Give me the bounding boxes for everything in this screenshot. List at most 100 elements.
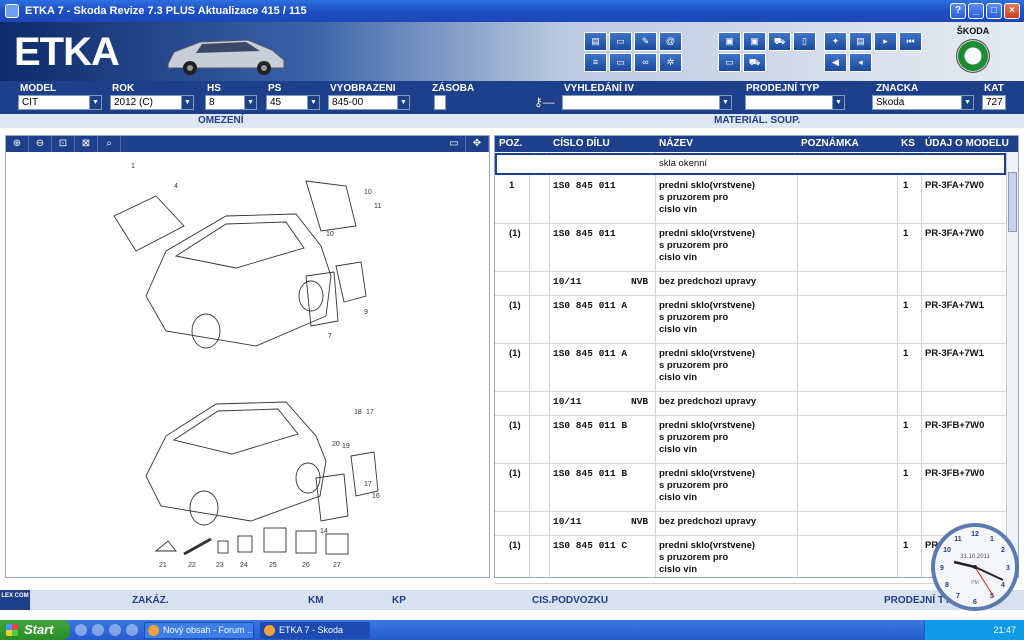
minimize-button[interactable]: _ — [968, 3, 984, 19]
callout-label: 17 — [366, 409, 374, 416]
taskbar-item-etka[interactable]: ETKA 7 - Skoda — [260, 621, 370, 639]
group-row[interactable]: skla okenní — [495, 153, 1006, 175]
elsa-icon[interactable]: ▣ — [718, 32, 741, 51]
col-cislo-dilu[interactable]: CÍSLO DÍLU — [553, 138, 610, 149]
desktop-icon[interactable] — [126, 624, 138, 636]
dispo-icon[interactable]: ▣ — [743, 32, 766, 51]
media-icon[interactable] — [92, 624, 104, 636]
bike-icon[interactable]: ∞ — [634, 53, 657, 72]
rok-select[interactable]: 2012 (C)▼ — [110, 95, 194, 110]
chevron-down-icon[interactable]: ▼ — [961, 96, 973, 109]
svg-text:9: 9 — [940, 565, 944, 572]
key-icon[interactable]: ⚷— — [534, 95, 555, 109]
search-icon[interactable]: ⌕ — [98, 136, 121, 152]
part-24 — [237, 535, 253, 553]
pin-icon[interactable]: ✦ — [824, 32, 847, 51]
col-ks[interactable]: KS — [901, 138, 915, 149]
tray-clock[interactable]: 21:47 — [993, 625, 1016, 635]
close-button[interactable]: × — [1004, 3, 1020, 19]
col-poz[interactable]: POZ. — [499, 138, 523, 149]
ps-select[interactable]: 45▼ — [266, 95, 320, 110]
chevron-down-icon[interactable]: ▼ — [181, 96, 193, 109]
cell-poz: 1 — [509, 180, 515, 191]
cell-poz: (1) — [509, 300, 521, 311]
km-label[interactable]: KM — [308, 595, 324, 606]
svg-text:8: 8 — [945, 582, 949, 589]
chevron-down-icon[interactable]: ▼ — [719, 96, 731, 109]
screen-icon[interactable]: ▭ — [718, 53, 741, 72]
mail-icon[interactable]: @ — [659, 32, 682, 51]
zoom-in-icon[interactable]: ⊕ — [6, 136, 29, 152]
nora-icon[interactable]: ▭ — [609, 53, 632, 72]
zoom-area-icon[interactable]: ⊠ — [75, 136, 98, 152]
cell-name-line: cislo vin — [659, 444, 698, 455]
start-button[interactable]: Start — [0, 620, 70, 640]
chevron-down-icon[interactable]: ▼ — [307, 96, 319, 109]
cis-podvozku-label[interactable]: CIS.PODVOZKU — [532, 595, 609, 606]
rear-window-part — [305, 180, 357, 232]
zasoba-checkbox[interactable] — [434, 95, 446, 110]
chevron-down-icon[interactable]: ▼ — [832, 96, 844, 109]
monitor-icon[interactable]: ▭ — [609, 32, 632, 51]
vertical-scrollbar[interactable] — [1006, 152, 1018, 577]
prev-icon[interactable]: ◀ — [824, 53, 847, 72]
prodejni-typ-select[interactable]: ▼ — [745, 95, 845, 110]
pages-icon[interactable]: ▤ — [849, 32, 872, 51]
basket-icon[interactable]: ⛟ — [743, 53, 766, 72]
kat-field[interactable]: 727 — [982, 95, 1006, 110]
znacka-select[interactable]: Skoda▼ — [872, 95, 974, 110]
chevron-down-icon[interactable]: ▼ — [244, 96, 256, 109]
print-icon[interactable]: ▤ — [584, 32, 607, 51]
zoom-out-icon[interactable]: ⊖ — [29, 136, 52, 152]
ie-icon[interactable] — [109, 624, 121, 636]
cart-icon[interactable]: ⛟ — [768, 32, 791, 51]
etka-logo: ETKA — [14, 30, 120, 74]
maximize-button[interactable]: □ — [986, 3, 1002, 19]
firefox-icon[interactable] — [75, 624, 87, 636]
scrollbar-thumb[interactable] — [1008, 172, 1017, 232]
zoom-fit-icon[interactable]: ⊡ — [52, 136, 75, 152]
omezeni-link[interactable]: OMEZENÍ — [198, 115, 244, 126]
tools-icon[interactable]: ✎ — [634, 32, 657, 51]
move-icon[interactable]: ✥ — [466, 136, 489, 152]
vyobrazeni-select[interactable]: 845-00▼ — [328, 95, 410, 110]
callout-label: 21 — [159, 562, 167, 569]
wheel-icon[interactable]: ✲ — [659, 53, 682, 72]
zakaz-label[interactable]: ZAKÁZ. — [132, 595, 169, 606]
illustration-pane: ⊕ ⊖ ⊡ ⊠ ⌕ ▭ ✥ 1 4 10 — [5, 135, 490, 578]
first-icon[interactable]: ⏮ — [899, 32, 922, 51]
hs-select[interactable]: 8▼ — [205, 95, 257, 110]
back-icon[interactable]: ◂ — [849, 53, 872, 72]
vyhledani-input[interactable]: ▼ — [562, 95, 732, 110]
col-poznamka[interactable]: POZNÁMKA — [801, 138, 859, 149]
list-icon[interactable]: ≡ — [584, 53, 607, 72]
cell-part-number: 1S0 845 011 B — [553, 468, 628, 479]
help-button[interactable]: ? — [950, 3, 966, 19]
chevron-down-icon[interactable]: ▼ — [397, 96, 409, 109]
prodejni-typ-bottom[interactable]: PRODEJNÍ TYP — [884, 595, 958, 606]
model-select[interactable]: CIT▼ — [18, 95, 102, 110]
device-icon[interactable]: ▯ — [793, 32, 816, 51]
col-nazev[interactable]: NÁZEV — [659, 138, 693, 149]
callout-label: 10 — [326, 231, 334, 238]
window-layout-icon[interactable]: ▭ — [443, 136, 466, 152]
material-link[interactable]: MATERIÁL. SOUP. — [714, 115, 801, 126]
page-forward-icon[interactable]: ▸ — [874, 32, 897, 51]
taskbar-item-firefox[interactable]: Nový obsah - Forum ... — [144, 621, 254, 639]
chevron-down-icon[interactable]: ▼ — [89, 96, 101, 109]
cell-part-number: 1S0 845 011 A — [553, 300, 628, 311]
kp-label[interactable]: KP — [392, 595, 406, 606]
cell-part-number: 10/11 — [553, 396, 582, 407]
col-udaj-o-modelu[interactable]: ÚDAJ O MODELU — [925, 138, 1009, 149]
callout-label: 18 — [354, 409, 362, 416]
